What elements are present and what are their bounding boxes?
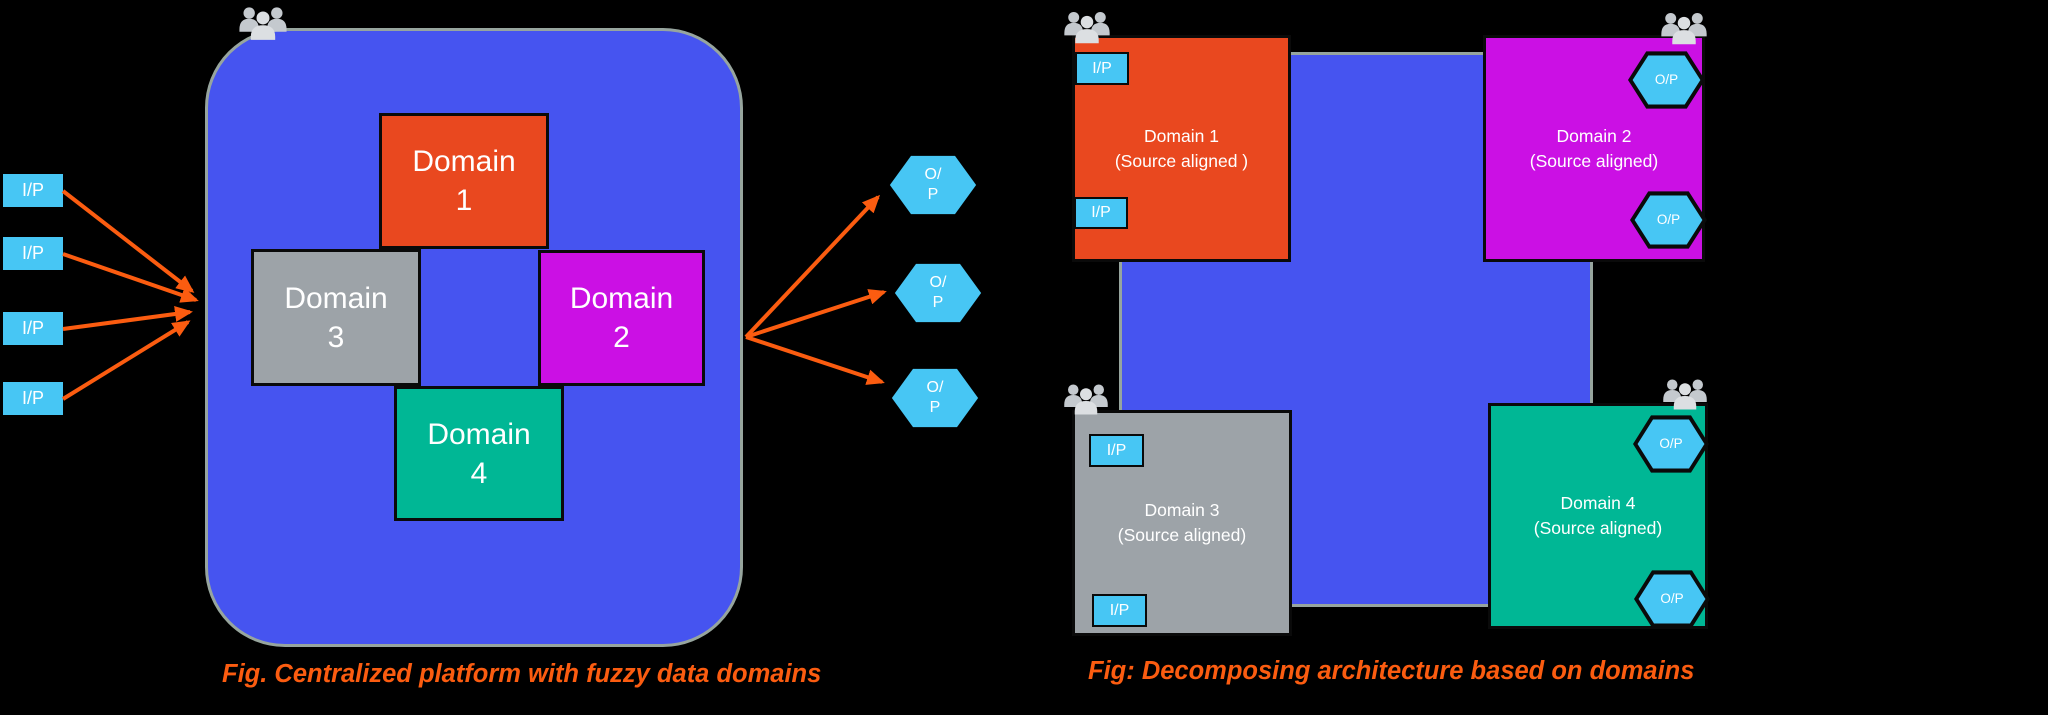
users-group-icon <box>1064 11 1110 44</box>
output-label-line1: O/ <box>924 166 942 183</box>
left-domain-2-box: Domain 2 <box>538 250 705 386</box>
hexagon-shape <box>1630 191 1707 249</box>
output-hexagon-1: O/ P <box>889 155 977 215</box>
output-label-line2: P <box>929 399 941 416</box>
left-domain-1-label: Domain <box>412 145 516 178</box>
left-domain-1-number: 1 <box>455 184 473 217</box>
left-domain-3-box: Domain 3 <box>251 249 421 386</box>
domain3-input-badge-top: I/P <box>1089 434 1144 467</box>
left-domain-3-number: 3 <box>327 320 345 354</box>
domain3-input-badge-bottom: I/P <box>1092 594 1147 627</box>
right-domain-3-subtitle: (Source aligned) <box>1117 525 1247 545</box>
domain2-output-label: O/P <box>1654 71 1679 87</box>
right-domain-1-title: Domain 1 <box>1144 125 1219 146</box>
input-tag-2: I/P <box>3 237 63 270</box>
output-hexagon-3: O/ P <box>891 368 979 428</box>
hexagon-shape <box>1628 51 1705 109</box>
hexagon-shape <box>1633 415 1709 473</box>
users-group-icon <box>1663 379 1707 410</box>
output-label-line2: P <box>927 186 939 203</box>
hexagon-shape <box>891 368 979 428</box>
output-label-line1: O/ <box>929 274 947 291</box>
right-domain-2-title: Domain 2 <box>1556 125 1632 146</box>
left-domain-2-number: 2 <box>613 321 630 354</box>
output-label-line1: O/ <box>926 379 944 396</box>
domain4-output-hexagon-top: O/P <box>1633 415 1709 473</box>
hexagon-shape <box>1634 570 1710 628</box>
left-figure-caption: Fig. Centralized platform with fuzzy dat… <box>222 660 822 688</box>
domain1-input-badge-top: I/P <box>1075 52 1129 85</box>
hexagon-shape <box>889 155 977 215</box>
domain2-output-label: O/P <box>1656 211 1681 227</box>
domain4-output-label: O/P <box>1659 435 1683 451</box>
right-figure-caption: Fig: Decomposing architecture based on d… <box>1088 657 1695 685</box>
left-domain-3-label: Domain <box>284 281 388 315</box>
right-domain-3-title: Domain 3 <box>1144 500 1220 520</box>
left-domain-4-box: Domain 4 <box>394 386 564 521</box>
right-domain-1-subtitle: (Source aligned ) <box>1114 150 1249 171</box>
output-hexagon-2: O/ P <box>894 263 982 323</box>
right-domain-4-subtitle: (Source aligned) <box>1533 518 1663 538</box>
input-tag-3: I/P <box>3 312 63 345</box>
right-domain-4-title: Domain 4 <box>1560 493 1636 513</box>
domain1-input-badge-bottom: I/P <box>1074 197 1128 229</box>
left-domain-4-label: Domain <box>427 417 531 451</box>
input-tag-4: I/P <box>3 382 63 415</box>
domain2-output-hexagon-top: O/P <box>1628 51 1705 109</box>
users-group-icon <box>239 7 287 40</box>
left-domain-2-label: Domain <box>569 282 674 315</box>
hexagon-shape <box>894 263 982 323</box>
right-domain-2-subtitle: (Source aligned) <box>1529 150 1659 171</box>
left-domain-1-box: Domain 1 <box>379 113 549 249</box>
left-domain-4-number: 4 <box>470 456 488 490</box>
domain4-output-hexagon-bottom: O/P <box>1634 570 1710 628</box>
users-group-icon <box>1064 384 1108 415</box>
domain2-output-hexagon-bottom: O/P <box>1630 191 1707 249</box>
users-group-icon <box>1661 12 1707 45</box>
domain4-output-label: O/P <box>1660 590 1684 606</box>
input-tag-1: I/P <box>3 174 63 207</box>
output-label-line2: P <box>932 294 944 311</box>
